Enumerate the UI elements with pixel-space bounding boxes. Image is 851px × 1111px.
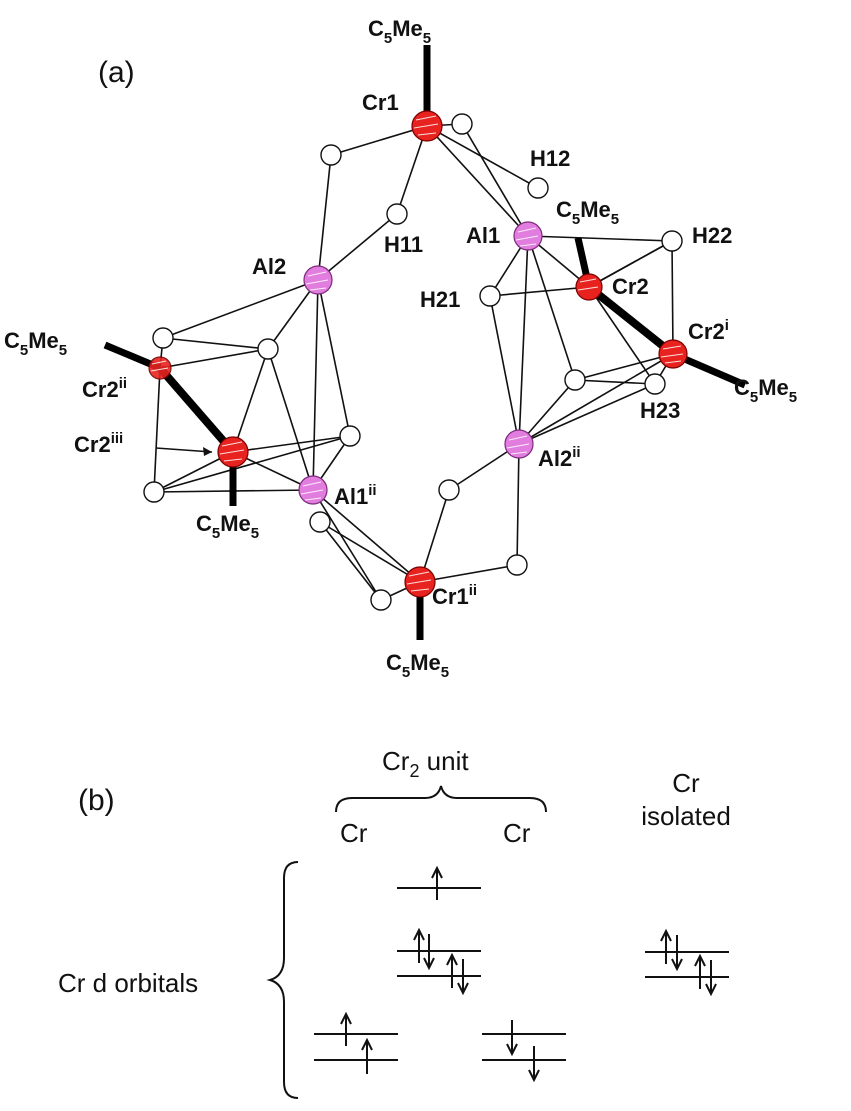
h22-atom <box>661 230 683 252</box>
h-atom <box>152 327 174 349</box>
ligand-label-cr2i: C5Me5 <box>734 375 797 406</box>
chromium-atoms <box>148 110 688 598</box>
ligand-label-cr2ii: C5Me5 <box>4 328 67 359</box>
label-cr1ii: Cr1ii <box>432 582 477 609</box>
panel-a-label: (a) <box>98 56 135 89</box>
al1-atom <box>513 221 543 251</box>
al2ii-atom <box>504 429 534 459</box>
spin-up-arrow <box>431 865 443 900</box>
ligand-label-cr2iii: C5Me5 <box>196 511 259 542</box>
orbitals-brace <box>266 861 299 1099</box>
label-al2: Al2 <box>252 254 286 279</box>
cr2-unit-brace <box>335 785 547 813</box>
h-atom <box>339 425 361 447</box>
label-al2ii: Al2ii <box>538 444 581 471</box>
spin-down-arrow <box>423 934 435 971</box>
ligand-label-cr1ii: C5Me5 <box>386 650 449 681</box>
cr2iii-pointer-arrow <box>155 447 213 456</box>
spin-up-arrow <box>340 1011 352 1046</box>
cr-right-label: Cr <box>503 818 531 848</box>
spin-down-arrow <box>457 959 469 996</box>
label-h22: H22 <box>692 223 732 248</box>
label-h12: H12 <box>530 146 570 171</box>
panel-b-label: (b) <box>78 784 115 817</box>
h-atom <box>309 511 331 533</box>
cr1-atom <box>411 110 443 142</box>
label-h11: H11 <box>384 232 423 257</box>
aluminium-atoms <box>298 221 543 505</box>
label-cr2ii: Cr2ii <box>82 375 127 402</box>
isolated-cr-label: Cr <box>672 768 700 798</box>
h21-atom <box>479 285 501 307</box>
spin-up-arrow <box>446 952 458 988</box>
h23-atom <box>644 373 666 395</box>
al2-atom <box>303 265 333 295</box>
spin-up-arrow <box>660 928 672 964</box>
label-cr1: Cr1 <box>362 90 399 115</box>
cr1ii-atom <box>404 566 436 598</box>
cr2-atom <box>575 273 603 301</box>
spin-up-arrow <box>413 927 425 963</box>
h11-atom <box>386 203 408 225</box>
label-cr2iii: Cr2iii <box>74 430 123 457</box>
label-al1ii: Al1ii <box>334 482 377 509</box>
cr-d-orbitals-label: Cr d orbitals <box>58 968 198 998</box>
h-atom <box>370 589 392 611</box>
label-cr2i: Cr2i <box>688 317 729 344</box>
isolated-label: isolated <box>641 801 731 831</box>
ligand-labels: C5Me5 C5Me5 C5Me5 C5Me5 C5Me5 C5Me5 <box>4 16 797 681</box>
energy-levels <box>314 887 729 1061</box>
cr2iii-atom <box>217 436 249 468</box>
bond-network <box>153 123 674 601</box>
label-h21: H21 <box>420 287 460 312</box>
spin-up-arrow <box>361 1037 373 1074</box>
h-atom <box>451 113 473 135</box>
spin-down-arrow <box>528 1046 540 1083</box>
spin-up-arrow <box>694 953 706 989</box>
cr-left-label: Cr <box>340 818 368 848</box>
cr2ii-atom <box>148 356 172 380</box>
spin-down-arrow <box>506 1020 518 1057</box>
spin-down-arrow <box>705 960 717 997</box>
h-atom <box>438 479 460 501</box>
h-atom <box>506 554 528 576</box>
ligand-label-cr2: C5Me5 <box>556 197 619 228</box>
electron-arrows <box>340 865 717 1083</box>
hydrogen-atoms <box>143 113 683 611</box>
spin-down-arrow <box>671 935 683 972</box>
h-atom <box>257 338 279 360</box>
cr2i-atom <box>658 339 688 369</box>
h-atom <box>564 369 586 391</box>
ligand-label-top: C5Me5 <box>368 16 431 47</box>
h-atom <box>143 481 165 503</box>
atom-labels: Cr1 H12 H11 Al1 Al2 H22 H21 Cr2 Cr2i Cr2… <box>74 90 732 609</box>
h-atom <box>320 144 342 166</box>
al1ii-atom <box>298 475 328 505</box>
label-h23: H23 <box>640 398 680 423</box>
label-cr2: Cr2 <box>612 274 649 299</box>
cr2-unit-title: Cr2 unit <box>382 746 469 781</box>
h12-atom <box>527 177 549 199</box>
label-al1: Al1 <box>466 223 500 248</box>
